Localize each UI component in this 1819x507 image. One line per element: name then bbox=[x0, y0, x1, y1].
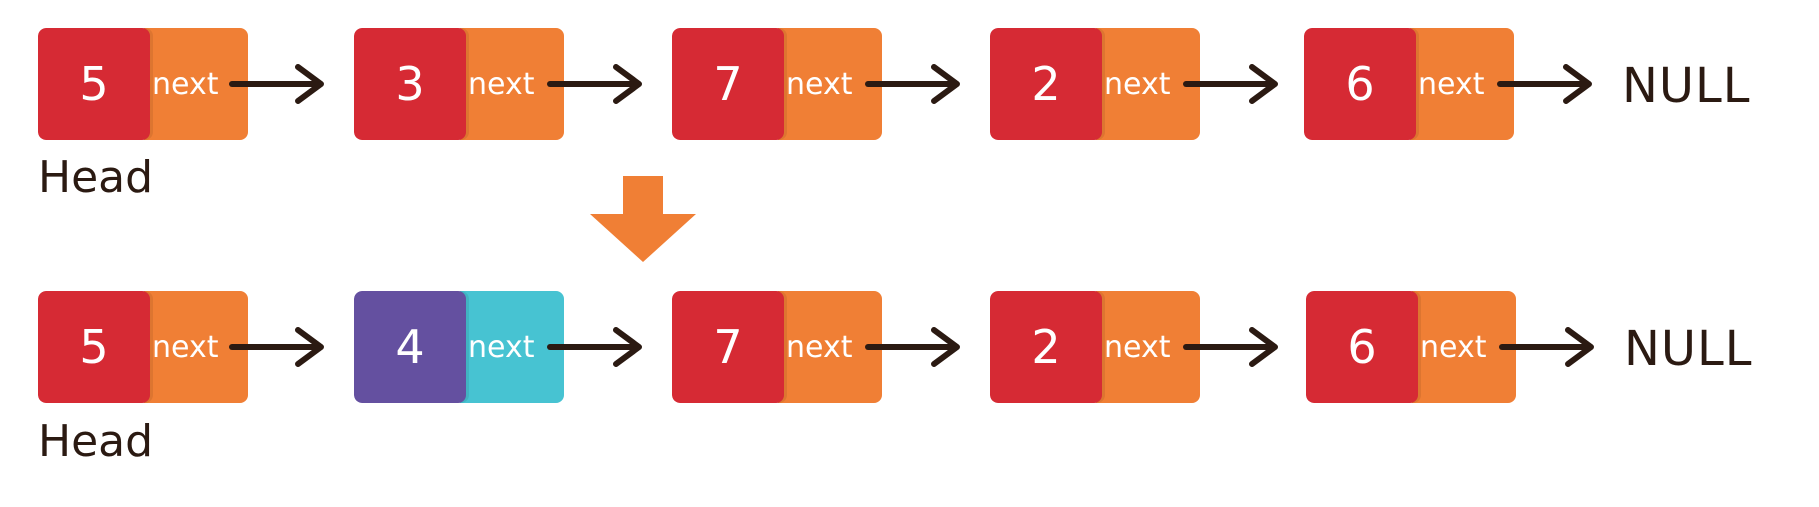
right-arrow-icon bbox=[865, 327, 960, 367]
right-arrow-icon bbox=[547, 64, 642, 104]
node-value: 6 bbox=[1304, 28, 1416, 140]
node-after-4: 2 next bbox=[990, 291, 1200, 403]
node-after-3: 7 next bbox=[672, 291, 882, 403]
linked-list-before: 5 next 3 next 7 next 2 next 6 next NULL bbox=[0, 28, 1819, 143]
node-next-pointer: next bbox=[778, 28, 882, 140]
node-after-2-inserted: 4 next bbox=[354, 291, 564, 403]
right-arrow-icon bbox=[1497, 64, 1592, 104]
head-label: Head bbox=[38, 152, 154, 203]
node-before-3: 7 next bbox=[672, 28, 882, 140]
node-before-4: 2 next bbox=[990, 28, 1200, 140]
right-arrow-icon bbox=[1183, 64, 1278, 104]
node-after-5: 6 next bbox=[1306, 291, 1516, 403]
null-label: NULL bbox=[1622, 58, 1751, 114]
right-arrow-icon bbox=[547, 327, 642, 367]
node-before-2: 3 next bbox=[354, 28, 564, 140]
node-next-pointer: next bbox=[778, 291, 882, 403]
linked-list-after: 5 next 4 next 7 next 2 next 6 next NULL bbox=[0, 291, 1819, 406]
node-next-pointer: next bbox=[460, 291, 564, 403]
null-label: NULL bbox=[1624, 321, 1753, 377]
node-value: 4 bbox=[354, 291, 466, 403]
right-arrow-icon bbox=[229, 327, 324, 367]
right-arrow-icon bbox=[229, 64, 324, 104]
node-next-pointer: next bbox=[1410, 28, 1514, 140]
node-value: 5 bbox=[38, 28, 150, 140]
right-arrow-icon bbox=[865, 64, 960, 104]
node-value: 2 bbox=[990, 28, 1102, 140]
node-value: 7 bbox=[672, 291, 784, 403]
node-next-pointer: next bbox=[460, 28, 564, 140]
node-before-5: 6 next bbox=[1304, 28, 1514, 140]
right-arrow-icon bbox=[1183, 327, 1278, 367]
node-after-1: 5 next bbox=[38, 291, 248, 403]
node-value: 5 bbox=[38, 291, 150, 403]
node-value: 7 bbox=[672, 28, 784, 140]
node-value: 6 bbox=[1306, 291, 1418, 403]
right-arrow-icon bbox=[1499, 327, 1594, 367]
node-before-1: 5 next bbox=[38, 28, 248, 140]
node-next-pointer: next bbox=[1096, 28, 1200, 140]
node-next-pointer: next bbox=[1412, 291, 1516, 403]
node-value: 2 bbox=[990, 291, 1102, 403]
node-next-pointer: next bbox=[1096, 291, 1200, 403]
down-arrow-icon bbox=[590, 176, 696, 262]
node-value: 3 bbox=[354, 28, 466, 140]
head-label: Head bbox=[38, 416, 154, 467]
